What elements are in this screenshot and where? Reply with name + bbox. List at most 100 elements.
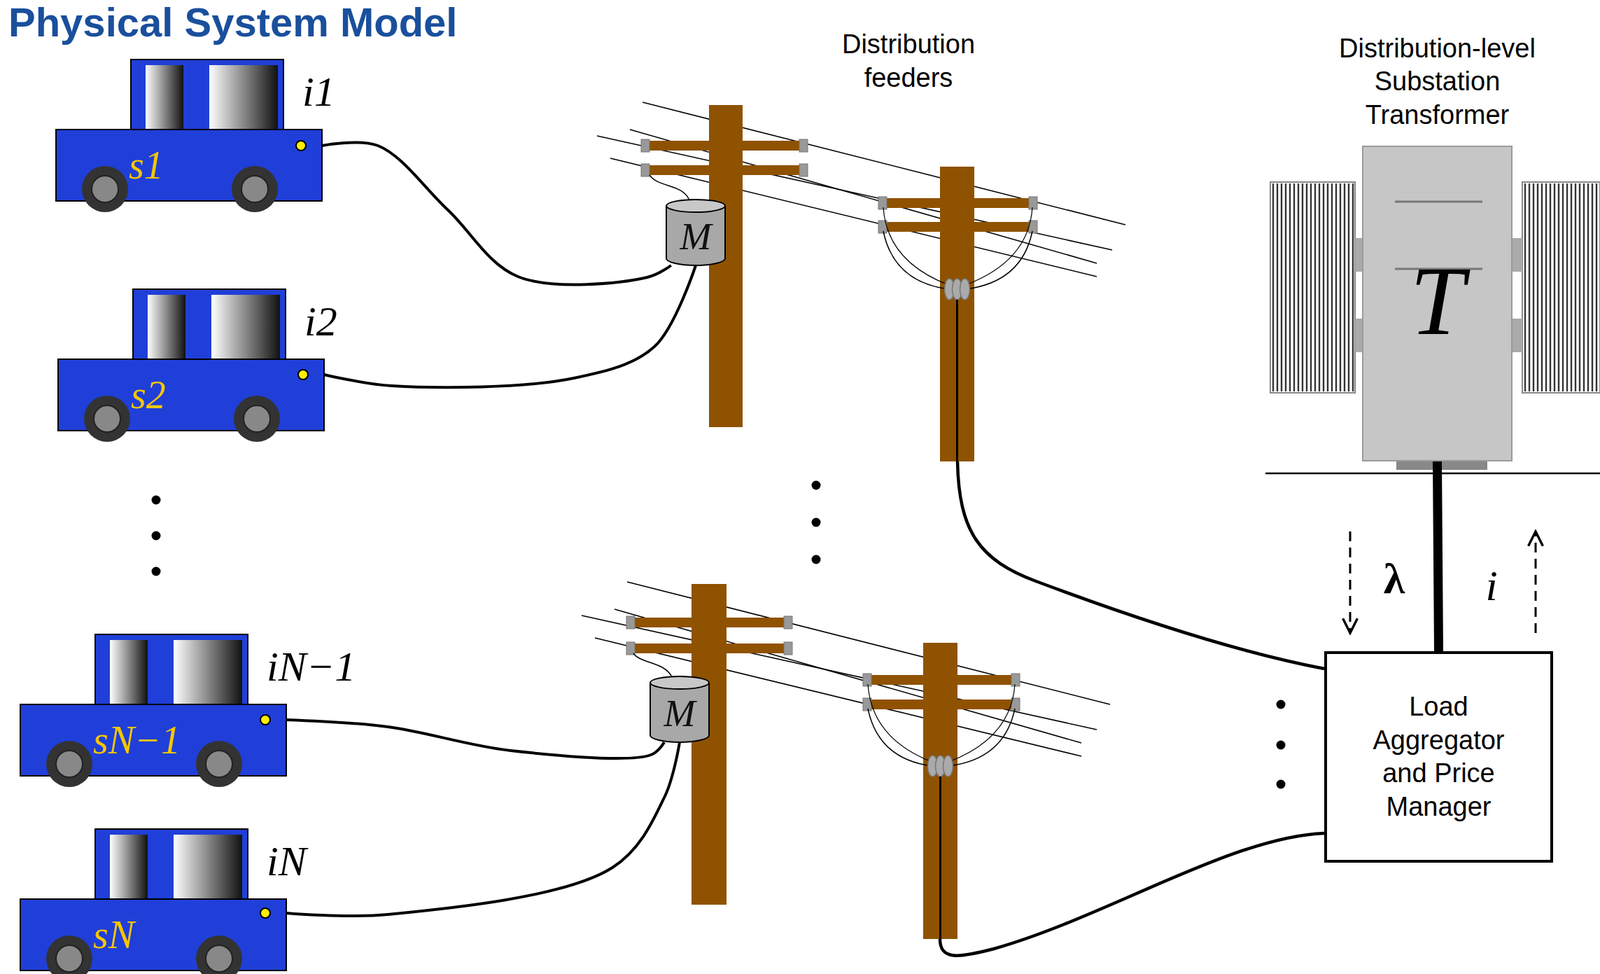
heading: Distribution-level Substation Transforme… — [1308, 32, 1568, 133]
drop-wire — [965, 207, 1034, 285]
fin — [1301, 183, 1304, 392]
car-cabin — [95, 634, 248, 705]
car-window — [173, 834, 243, 899]
meter-top — [650, 676, 710, 689]
fin — [1532, 183, 1535, 392]
wheel — [195, 935, 243, 974]
charging-cable — [324, 265, 696, 388]
insulator — [783, 641, 793, 655]
car-cabin — [130, 59, 284, 131]
service-cable — [956, 299, 959, 462]
crossarm — [864, 674, 1019, 685]
fin — [1595, 183, 1598, 392]
node-label: iN — [266, 839, 307, 882]
panel-line — [1394, 200, 1483, 203]
meter-top — [666, 199, 726, 213]
aggregator-box: Load Aggregator and Price Manager — [1324, 650, 1554, 863]
meter-wire — [633, 653, 672, 677]
fin-connector — [1355, 318, 1363, 353]
fin — [1528, 183, 1531, 392]
meter: M — [648, 675, 711, 742]
fin-connector — [1512, 237, 1523, 272]
insulator — [799, 163, 808, 177]
fin — [1310, 183, 1312, 392]
node-label: M — [680, 209, 712, 256]
node-label: T — [1363, 251, 1512, 350]
fin — [1272, 183, 1274, 392]
car-cabin — [95, 828, 248, 900]
fin — [1331, 183, 1333, 392]
ellipsis-dot — [1276, 779, 1286, 789]
node-label: sN−1 — [93, 720, 181, 760]
drop-wire — [949, 683, 1016, 762]
insulator — [641, 163, 650, 177]
charge-port — [296, 140, 306, 151]
insulator — [783, 615, 793, 629]
wheel-hub — [241, 175, 269, 203]
meter-body — [666, 205, 726, 266]
fin — [1289, 183, 1291, 392]
radiator-fins — [1270, 181, 1356, 393]
crossarm — [864, 699, 1019, 710]
car-shape — [55, 129, 322, 201]
fin-connector — [1512, 318, 1523, 353]
feeder-wire — [629, 129, 1097, 264]
radiator-fins — [1522, 181, 1600, 393]
fin — [1276, 183, 1279, 392]
fin — [1583, 183, 1585, 392]
car-window — [173, 639, 243, 705]
feeder-cable — [957, 461, 1325, 669]
fin — [1285, 183, 1287, 392]
car-window — [209, 65, 278, 130]
fin — [1562, 183, 1564, 392]
signal-arrow — [1349, 531, 1352, 633]
fin — [1348, 183, 1350, 392]
ellipsis-dot — [151, 566, 161, 577]
car-window — [147, 294, 186, 360]
wheel-hub — [55, 944, 83, 972]
charge-port — [260, 714, 271, 725]
fin — [1297, 183, 1300, 392]
wheel — [46, 740, 93, 787]
insulator — [1028, 196, 1038, 210]
substation-transformer: Distribution-level Substation Transforme… — [1362, 145, 1513, 462]
car-shape — [58, 359, 325, 431]
ellipsis-dot — [151, 495, 161, 505]
crossarm — [627, 617, 791, 628]
electric-vehicle: s1i1 — [55, 129, 322, 201]
ellipsis-dot — [151, 531, 161, 541]
signal-label: λ — [1382, 556, 1407, 600]
electric-vehicle: sNiN — [20, 898, 287, 971]
insulator — [799, 139, 808, 152]
insulator — [960, 278, 971, 300]
car-window — [109, 834, 148, 899]
fin — [1537, 183, 1539, 392]
wheel-hub — [91, 175, 119, 203]
car-shape — [20, 898, 287, 971]
node-label: iN−1 — [266, 645, 356, 688]
wheel-hub — [205, 944, 233, 972]
wheel-hub — [93, 405, 121, 432]
wheel-hub — [55, 750, 83, 777]
ground-line — [1265, 472, 1600, 475]
drop-wire — [867, 683, 933, 762]
fin — [1549, 183, 1552, 392]
fin — [1524, 183, 1526, 392]
node-label: i2 — [304, 300, 338, 343]
fin — [1327, 183, 1329, 392]
fin — [1318, 183, 1321, 392]
title: Physical System Model — [8, 0, 458, 45]
fin — [1574, 183, 1577, 392]
service-cable — [939, 776, 942, 939]
fin — [1570, 183, 1573, 392]
wheel — [81, 165, 129, 213]
charging-cable — [321, 142, 672, 285]
car-window — [145, 65, 184, 130]
meter-body — [650, 682, 710, 742]
ellipsis-dot — [811, 480, 821, 490]
crossarm — [627, 643, 791, 654]
fin-connector — [1355, 237, 1363, 272]
fin — [1352, 183, 1354, 392]
feeder-wire — [614, 608, 1082, 743]
